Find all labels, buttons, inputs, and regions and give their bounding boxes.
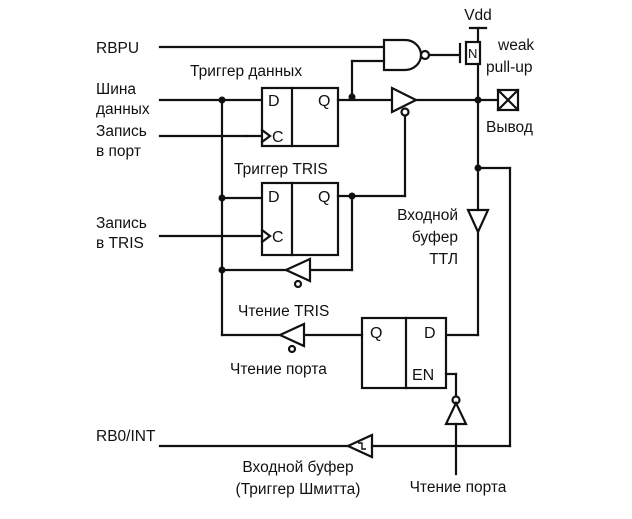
label-rbpu: RBPU xyxy=(96,40,139,57)
pin-label-q2: Q xyxy=(318,189,330,206)
pin-node-wires xyxy=(474,98,512,448)
pin-label-q1: Q xyxy=(318,93,330,110)
data-latch xyxy=(260,86,340,148)
input-latch xyxy=(360,316,448,390)
pin-label-en: EN xyxy=(412,367,434,384)
label-data-bus-2: данных xyxy=(96,101,150,118)
output-pin xyxy=(496,88,520,112)
label-schmitt-2: (Триггер Шмитта) xyxy=(236,481,361,498)
label-ttl-1: Входной xyxy=(397,207,458,224)
output-buffer xyxy=(390,86,500,117)
label-write-port-2: в порт xyxy=(96,143,141,160)
read-tris-buffer xyxy=(220,257,354,289)
weak-pullup-transistor xyxy=(458,40,482,102)
data-latch-output xyxy=(336,93,394,102)
label-ttl-3: ТТЛ xyxy=(429,251,458,268)
label-pin-out: Вывод xyxy=(486,119,533,136)
label-read-port-2: Чтение порта xyxy=(410,479,507,496)
tris-to-buffer-wire xyxy=(336,114,407,272)
pin-label-d1: D xyxy=(268,93,280,110)
label-ttl-2: буфер xyxy=(412,229,458,246)
tris-latch xyxy=(260,181,340,257)
nand-gate xyxy=(350,38,460,99)
label-weak: weak xyxy=(497,37,534,54)
rb0-int-line xyxy=(158,433,512,459)
label-data-latch: Триггер данных xyxy=(190,63,302,80)
label-write-tris-1: Запись xyxy=(96,215,147,232)
en-inverter xyxy=(444,372,468,476)
pin-label-d2: D xyxy=(268,189,280,206)
label-vdd: Vdd xyxy=(464,7,492,24)
label-read-port-1: Чтение порта xyxy=(230,361,327,378)
label-write-tris-2: в TRIS xyxy=(96,235,144,252)
pin-label-c1: C xyxy=(272,129,284,146)
label-rb0-int: RB0/INT xyxy=(96,428,156,445)
ttl-input-buffer xyxy=(444,208,490,337)
label-write-port-1: Запись xyxy=(96,123,147,140)
label-read-tris: Чтение TRIS xyxy=(238,303,329,320)
read-port-buffer xyxy=(277,322,364,354)
label-pullup: pull-up xyxy=(486,59,533,76)
pin-label-c2: C xyxy=(272,229,284,246)
vdd-supply xyxy=(468,26,488,44)
pin-label-d3: D xyxy=(424,325,436,342)
label-tris-latch: Триггер TRIS xyxy=(234,161,328,178)
label-schmitt-1: Входной буфер xyxy=(242,459,353,476)
label-data-bus-1: Шина xyxy=(96,81,136,98)
pin-label-q3: Q xyxy=(370,325,382,342)
pin-label-n: N xyxy=(468,46,477,61)
